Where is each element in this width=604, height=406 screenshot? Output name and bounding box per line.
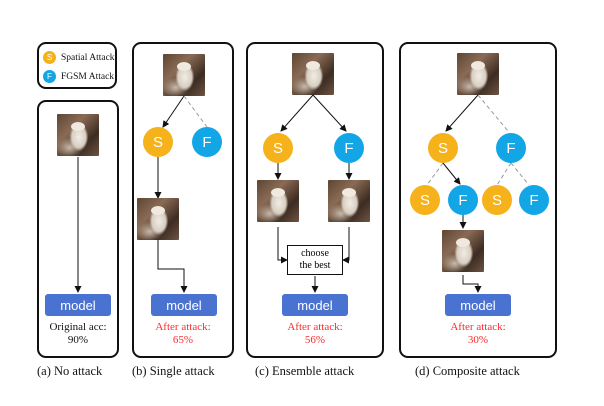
fgsm-attack-icon: F xyxy=(43,70,56,83)
accuracy-b-label: After attack: xyxy=(155,321,211,333)
accuracy-c-label: After attack: xyxy=(287,321,343,333)
spatial-attack-node: S xyxy=(143,127,173,157)
accuracy-a-label: Original acc: xyxy=(49,321,107,333)
caption-d: (d) Composite attack xyxy=(415,364,520,378)
caption-b: (b) Single attack xyxy=(132,364,215,378)
fgsm-attack-node: F xyxy=(334,133,364,163)
accuracy-a-value: 90% xyxy=(67,334,89,346)
adversarial-image-d xyxy=(442,230,484,272)
input-image-b xyxy=(163,54,205,96)
accuracy-d: After attack: 30% xyxy=(399,321,557,347)
accuracy-c: After attack: 56% xyxy=(246,321,384,347)
accuracy-b: After attack: 65% xyxy=(132,321,234,347)
spatial-attack-node: S xyxy=(410,185,440,215)
fgsm-attack-node: F xyxy=(496,133,526,163)
accuracy-d-value: 30% xyxy=(467,334,489,346)
caption-a: (a) No attack xyxy=(37,364,103,378)
legend-spatial: S Spatial Attack xyxy=(43,51,115,64)
model-block-b: model xyxy=(151,294,217,316)
input-image-a xyxy=(57,114,99,156)
accuracy-a: Original acc: 90% xyxy=(37,321,119,347)
input-image-d xyxy=(457,53,499,95)
input-image-c xyxy=(292,53,334,95)
spatial-attack-node: S xyxy=(428,133,458,163)
caption-c: (c) Ensemble attack xyxy=(255,364,355,378)
accuracy-c-value: 56% xyxy=(304,334,326,346)
legend-spatial-label: Spatial Attack xyxy=(61,52,115,63)
legend: S Spatial Attack F FGSM Attack xyxy=(37,42,117,89)
adversarial-image-c-spatial xyxy=(257,180,299,222)
spatial-attack-node: S xyxy=(482,185,512,215)
adversarial-image-b xyxy=(137,198,179,240)
choose-line-1: choose xyxy=(301,248,329,259)
model-block-d: model xyxy=(445,294,511,316)
model-block-a: model xyxy=(45,294,111,316)
accuracy-b-value: 65% xyxy=(172,334,194,346)
spatial-attack-node: S xyxy=(263,133,293,163)
legend-fgsm-label: FGSM Attack xyxy=(61,71,115,82)
legend-fgsm: F FGSM Attack xyxy=(43,70,114,83)
fgsm-attack-node: F xyxy=(192,127,222,157)
accuracy-d-label: After attack: xyxy=(450,321,506,333)
choose-line-2: the best xyxy=(299,260,331,271)
fgsm-attack-node: F xyxy=(448,185,478,215)
spatial-attack-icon: S xyxy=(43,51,56,64)
choose-best-box: choose the best xyxy=(287,245,343,275)
fgsm-attack-node: F xyxy=(519,185,549,215)
adversarial-image-c-fgsm xyxy=(328,180,370,222)
model-block-c: model xyxy=(282,294,348,316)
